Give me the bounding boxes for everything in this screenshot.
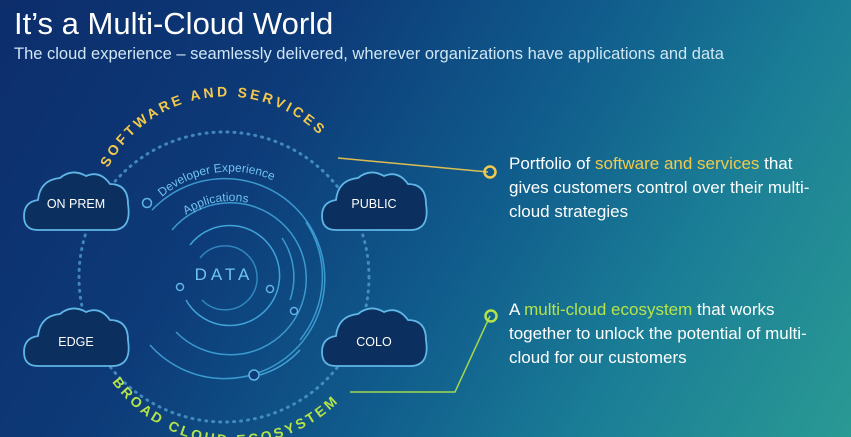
bullet-software-services: Portfolio of software and services that … — [509, 152, 829, 224]
slide-subtitle: The cloud experience – seamlessly delive… — [14, 45, 724, 63]
connector-line-bottom — [350, 315, 491, 393]
center-data-label: DATA — [195, 265, 254, 284]
slide-title: It’s a Multi-Cloud World — [14, 6, 334, 41]
bullet-1-prefix: Portfolio of — [509, 154, 595, 173]
connector-line-top — [337, 157, 489, 173]
ring-tail — [259, 349, 301, 376]
ring-nodes — [141, 197, 299, 381]
cloud-on-prem-icon: ON PREM — [23, 171, 130, 231]
top-arc-label: SOFTWARE AND SERVICES — [97, 83, 330, 169]
cloud-colo-label: COLO — [356, 335, 392, 349]
bullet-2-suffix: that works together to unlock the potent… — [509, 300, 807, 367]
bullet-1-highlight: software and services — [595, 154, 760, 173]
cloud-colo-icon: COLO — [321, 307, 428, 367]
ring-inner-label: Applications — [180, 190, 250, 217]
bullet-1-suffix: that gives customers control over their … — [509, 154, 810, 221]
cloud-public-icon: PUBLIC — [321, 171, 428, 231]
concentric-rings — [149, 177, 326, 380]
cloud-on-prem-label: ON PREM — [47, 197, 105, 211]
cloud-edge-label: EDGE — [58, 335, 93, 349]
cloud-edge-icon: EDGE — [23, 307, 130, 367]
bullet-ring-icon-yellow — [483, 165, 497, 179]
cloud-public-label: PUBLIC — [351, 197, 396, 211]
bottom-arc-label: BROAD CLOUD ECOSYSTEM — [109, 374, 342, 437]
bullet-2-prefix: A — [509, 300, 525, 319]
bullet-cloud-ecosystem: A multi-cloud ecosystem that works toget… — [509, 298, 829, 370]
bullet-ring-icon-green — [484, 309, 498, 323]
outer-dotted-ring — [77, 130, 371, 424]
bullet-2-highlight: multi-cloud ecosystem — [524, 300, 693, 319]
